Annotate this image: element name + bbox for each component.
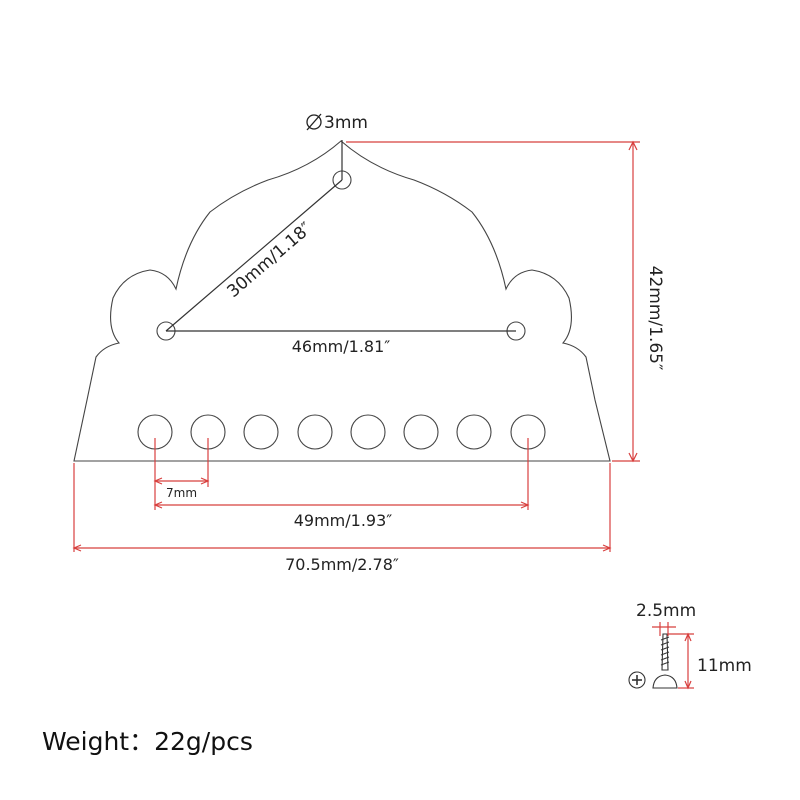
screw-detail	[628, 622, 694, 690]
string-span-label: 49mm/1.93″	[294, 511, 393, 530]
diameter-symbol-icon	[306, 113, 322, 131]
mount-span-label: 46mm/1.81″	[292, 337, 391, 356]
height-dimension	[346, 140, 640, 463]
tailpiece-outline	[73, 140, 611, 462]
overall-width-label: 70.5mm/2.78″	[285, 555, 399, 574]
string-holes	[137, 414, 546, 450]
hole-diameter-label: 3mm	[324, 113, 368, 133]
screw-icon	[652, 633, 678, 689]
pitch-dimension	[153, 477, 210, 485]
diagonal-line	[165, 179, 343, 332]
string-pitch-label: 7mm	[166, 486, 197, 500]
string-hole	[456, 414, 492, 450]
screw-length-label: 11mm	[697, 656, 752, 676]
string-span-dimension	[153, 501, 530, 509]
screw-diameter-label: 2.5mm	[636, 601, 696, 621]
string-hole	[350, 414, 386, 450]
height-label: 42mm/1.65″	[645, 266, 665, 371]
phillips-head-icon	[628, 671, 646, 689]
string-hole	[403, 414, 439, 450]
overall-width-dimension	[72, 463, 612, 552]
weight-label: Weight：22g/pcs	[42, 727, 253, 756]
string-hole	[243, 414, 279, 450]
string-hole	[297, 414, 333, 450]
